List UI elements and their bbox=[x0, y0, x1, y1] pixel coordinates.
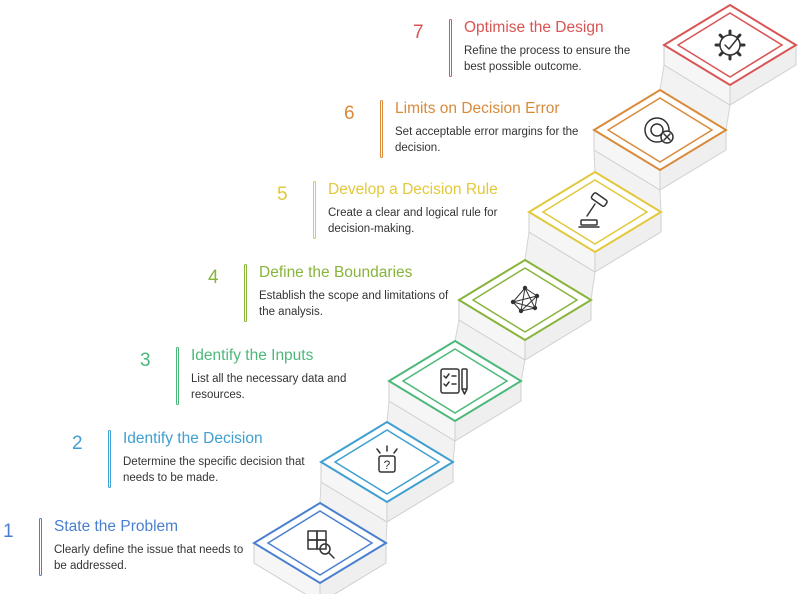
step-plate-inner bbox=[471, 267, 579, 333]
gear-check-icon bbox=[714, 29, 746, 61]
step-title: Identify the Inputs bbox=[191, 347, 314, 364]
step-number: 1 bbox=[3, 521, 14, 542]
step-accent-bar bbox=[244, 264, 247, 322]
step-title: Define the Boundaries bbox=[259, 264, 413, 281]
step-title: Identify the Decision bbox=[123, 430, 263, 447]
gavel-icon bbox=[578, 192, 608, 228]
step-title: State the Problem bbox=[54, 518, 179, 535]
step-description: Clearly define the issue that needs to b… bbox=[54, 544, 244, 572]
svg-text:?: ? bbox=[384, 458, 391, 472]
step-accent-bar bbox=[449, 19, 452, 77]
step-title: Develop a Decision Rule bbox=[328, 181, 498, 198]
step-description: Create a clear and logical rule for deci… bbox=[328, 207, 498, 235]
network-icon bbox=[510, 285, 540, 314]
step-number: 5 bbox=[277, 184, 288, 205]
step-accent-bar bbox=[380, 100, 383, 158]
step-accent-bar bbox=[39, 518, 42, 576]
step-plate-inner bbox=[401, 348, 509, 414]
step-number: 6 bbox=[344, 103, 355, 124]
step-title: Optimise the Design bbox=[464, 19, 604, 36]
target-error-icon bbox=[644, 117, 674, 144]
step-plate-inner bbox=[266, 510, 374, 576]
step-number: 4 bbox=[208, 267, 219, 288]
step-number: 7 bbox=[413, 22, 424, 43]
question-box-icon: ? bbox=[376, 445, 398, 473]
checklist-icon bbox=[440, 368, 468, 395]
step-description: Set acceptable error margins for the dec… bbox=[395, 126, 579, 154]
step-number: 3 bbox=[140, 350, 151, 371]
step-accent-bar bbox=[108, 430, 111, 488]
step-plate-inner bbox=[333, 429, 441, 495]
step-accent-bar bbox=[313, 181, 316, 239]
step-description: List all the necessary data and resource… bbox=[191, 373, 347, 401]
step-description: Establish the scope and limitations of t… bbox=[259, 290, 449, 318]
step-accent-bar bbox=[176, 347, 179, 405]
step-plate-inner bbox=[606, 97, 714, 163]
step-title: Limits on Decision Error bbox=[395, 100, 560, 117]
puzzle-search-icon bbox=[307, 530, 335, 559]
step-plate-inner bbox=[541, 179, 649, 245]
step-description: Determine the specific decision that nee… bbox=[123, 456, 305, 484]
step-description: Refine the process to ensure the best po… bbox=[464, 45, 631, 73]
step-number: 2 bbox=[72, 433, 83, 454]
